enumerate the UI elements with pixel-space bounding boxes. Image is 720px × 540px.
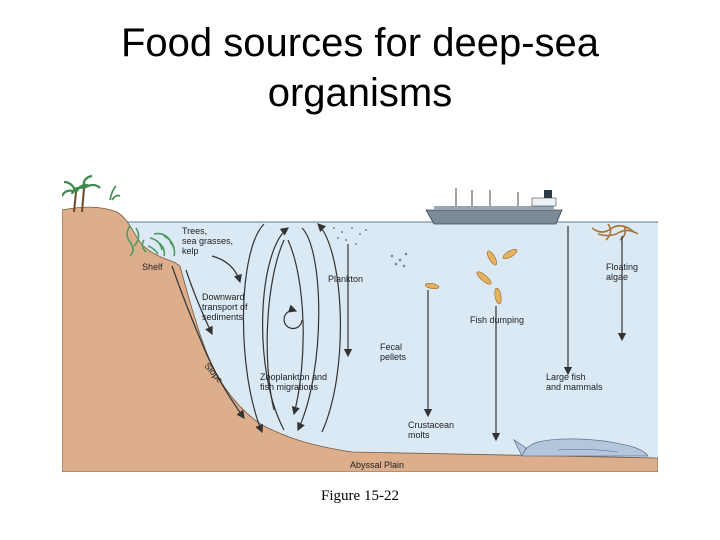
slide-title: Food sources for deep-sea organisms bbox=[0, 18, 720, 118]
label-abyssal-plain: Abyssal Plain bbox=[350, 460, 404, 470]
continental-shelf-and-slope bbox=[62, 206, 658, 472]
label-large-fish-1: Large fish bbox=[546, 372, 586, 382]
title-line-1: Food sources for deep-sea bbox=[120, 21, 600, 65]
plankton-dots bbox=[333, 227, 408, 268]
label-crustacean-1: Crustacean bbox=[408, 420, 454, 430]
figure-caption: Figure 15-22 bbox=[321, 488, 399, 504]
diagram-canvas: Trees, sea grasses, kelp Shelf Downward … bbox=[62, 174, 658, 472]
label-downward-3: sediments bbox=[202, 312, 244, 322]
label-fecal-1: Fecal bbox=[380, 342, 402, 352]
label-zoo-2: fish migrations bbox=[260, 382, 319, 392]
label-crustacean-2: molts bbox=[408, 430, 430, 440]
label-trees-3: kelp bbox=[182, 246, 199, 256]
label-floating-2: algae bbox=[606, 272, 628, 282]
palm-trees bbox=[62, 174, 121, 213]
label-large-fish-2: and mammals bbox=[546, 382, 603, 392]
whale bbox=[512, 438, 649, 457]
sea-grass-kelp bbox=[126, 225, 176, 257]
title-line-2: organisms bbox=[267, 71, 453, 115]
label-trees-2: sea grasses, bbox=[182, 236, 233, 246]
process-arrows bbox=[171, 223, 627, 442]
label-fecal-2: pellets bbox=[380, 352, 407, 362]
label-floating-1: Floating bbox=[606, 262, 638, 272]
label-trees-1: Trees, bbox=[182, 226, 207, 236]
label-downward-1: Downward bbox=[202, 292, 245, 302]
label-zoo-1: Zooplankton and bbox=[260, 372, 327, 382]
label-shelf: Shelf bbox=[142, 262, 163, 272]
floating-algae bbox=[591, 223, 639, 241]
label-plankton: Plankton bbox=[328, 274, 363, 284]
label-downward-2: transport of bbox=[202, 302, 248, 312]
label-fish-dumping: Fish dumping bbox=[470, 315, 524, 325]
ship bbox=[425, 188, 563, 225]
food-sources-diagram: Trees, sea grasses, kelp Shelf Downward … bbox=[62, 170, 658, 472]
fish-group bbox=[424, 248, 518, 305]
